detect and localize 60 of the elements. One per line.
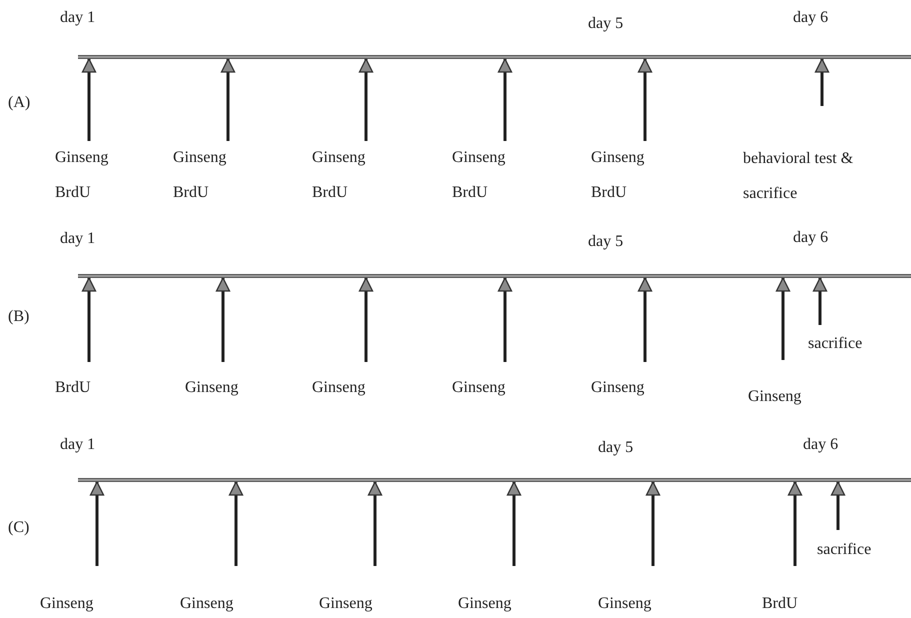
arrow bbox=[776, 277, 790, 360]
timeline-bar bbox=[78, 478, 911, 482]
treatment-label: sacrifice bbox=[808, 334, 862, 354]
treatment-label: Ginseng bbox=[312, 148, 366, 168]
arrow bbox=[358, 58, 374, 141]
treatment-label: Ginseng bbox=[55, 148, 108, 168]
treatment-label: BrdU bbox=[452, 183, 489, 203]
treatment-label: Ginseng bbox=[458, 594, 512, 614]
arrow bbox=[830, 481, 846, 530]
arrow bbox=[812, 277, 828, 325]
day-label: day 1 bbox=[60, 8, 96, 28]
treatment-label: BrdU bbox=[762, 594, 798, 614]
treatment-label: Ginseng bbox=[40, 594, 94, 614]
treatment-label: BrdU bbox=[55, 378, 91, 398]
arrow bbox=[220, 58, 236, 141]
arrow bbox=[216, 277, 230, 362]
day-label: day 6 bbox=[793, 228, 828, 248]
treatment-label: Ginseng bbox=[591, 378, 644, 398]
day-label: day 5 bbox=[588, 232, 624, 252]
arrow bbox=[358, 277, 374, 362]
day-label: day 6 bbox=[803, 435, 838, 455]
treatment-label: Ginseng bbox=[319, 594, 372, 614]
treatment-label: Ginseng bbox=[591, 148, 644, 168]
treatment-label: Ginseng bbox=[185, 378, 238, 398]
arrow bbox=[498, 277, 512, 362]
panel-label: (C) bbox=[8, 518, 30, 538]
treatment-label: Ginseng bbox=[173, 148, 226, 168]
treatment-label: sacrifice bbox=[817, 540, 872, 560]
day-label: day 1 bbox=[60, 435, 96, 455]
arrow bbox=[814, 58, 830, 106]
treatment-label: behavioral test & sacrifice bbox=[743, 149, 854, 204]
timeline-bar bbox=[78, 55, 911, 59]
arrow bbox=[788, 481, 802, 566]
treatment-label: BrdU bbox=[173, 183, 210, 203]
treatment-label: BrdU bbox=[591, 183, 628, 203]
arrow bbox=[368, 481, 382, 566]
day-label: day 6 bbox=[793, 8, 828, 28]
treatment-label: Ginseng bbox=[180, 594, 234, 614]
treatment-label: Ginseng bbox=[452, 148, 506, 168]
arrow bbox=[90, 481, 104, 566]
timeline-bar bbox=[78, 274, 911, 278]
treatment-label: Ginseng bbox=[452, 378, 506, 398]
arrow bbox=[82, 58, 96, 141]
arrow bbox=[82, 277, 96, 362]
treatment-label: Ginseng bbox=[748, 387, 802, 407]
arrow bbox=[638, 58, 652, 141]
arrow bbox=[646, 481, 660, 566]
arrow bbox=[506, 481, 522, 566]
day-label: day 5 bbox=[588, 14, 624, 34]
day-label: day 1 bbox=[60, 229, 96, 249]
arrow bbox=[498, 58, 512, 141]
treatment-label: Ginseng bbox=[598, 594, 652, 614]
treatment-label: Ginseng bbox=[312, 378, 366, 398]
day-label: day 5 bbox=[598, 438, 634, 458]
treatment-label: BrdU bbox=[312, 183, 349, 203]
treatment-label: BrdU bbox=[55, 183, 92, 203]
arrow bbox=[638, 277, 652, 362]
panel-label: (B) bbox=[8, 307, 30, 327]
arrow bbox=[228, 481, 244, 566]
panel-label: (A) bbox=[8, 93, 30, 113]
